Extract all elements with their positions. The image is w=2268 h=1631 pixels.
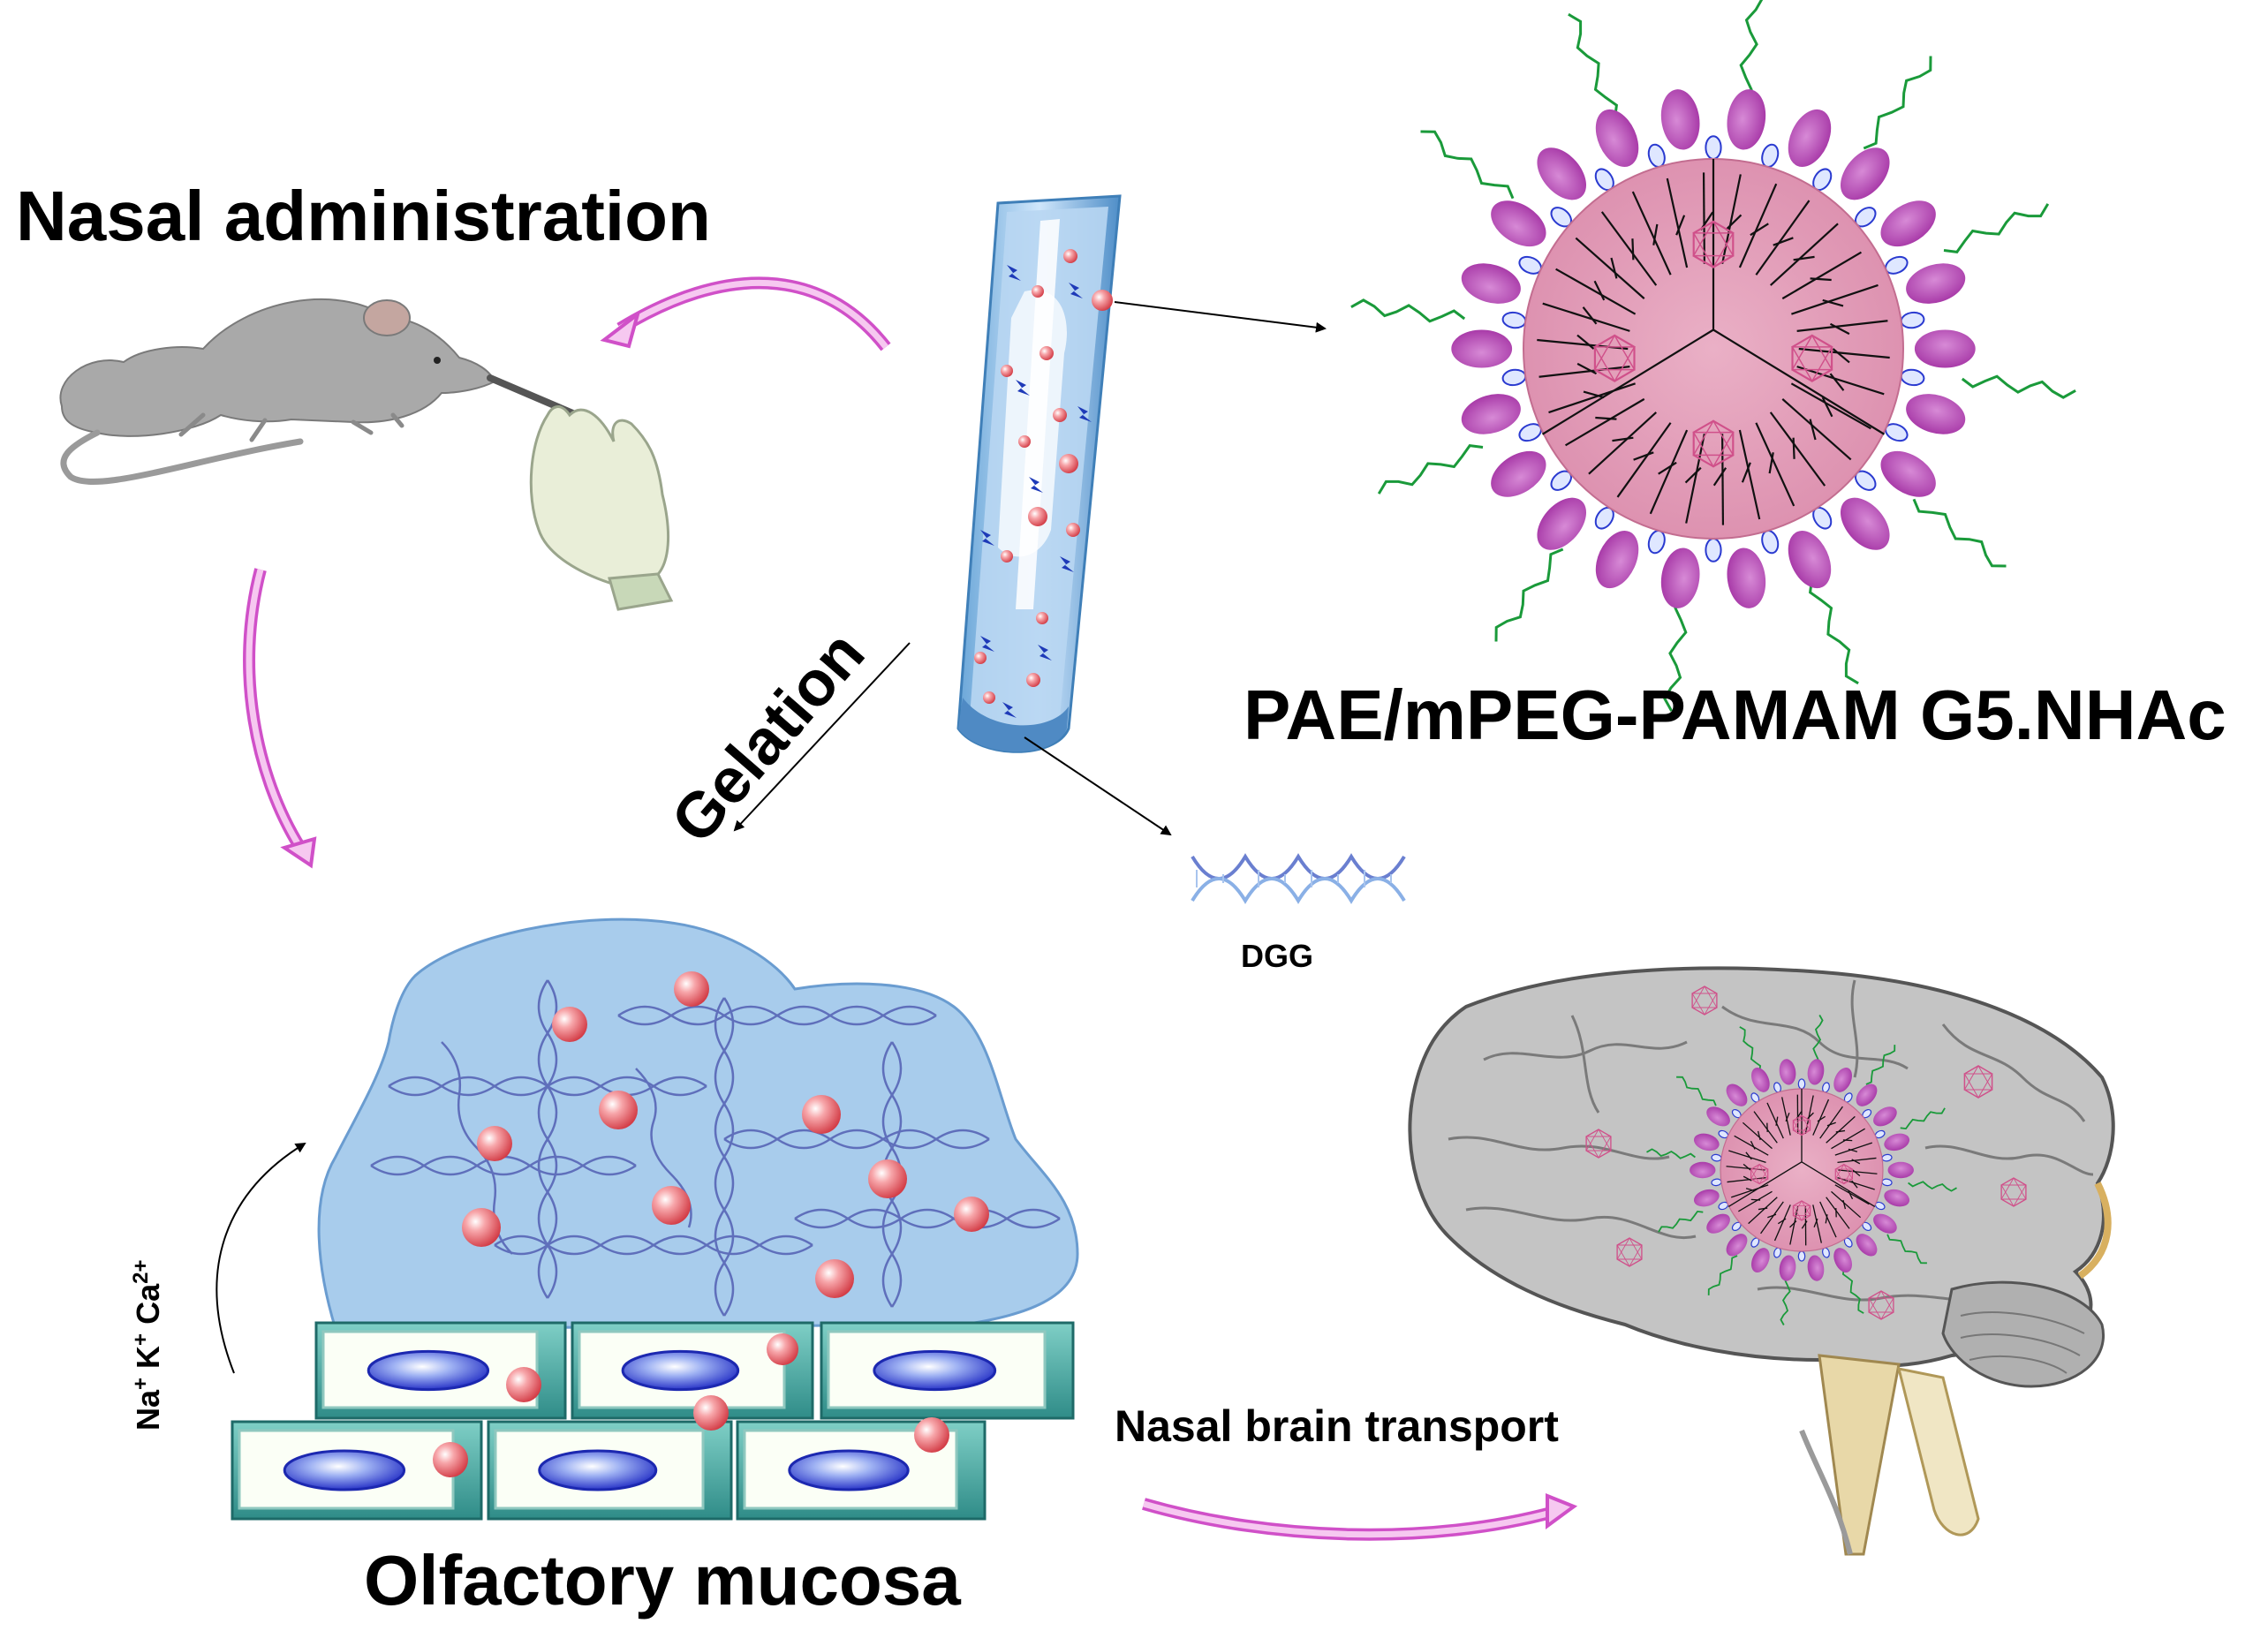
- brain-drug-molecules: [1585, 985, 2027, 1320]
- gel-nanoparticles: [462, 971, 989, 1298]
- arrow-mouse-to-mucosa: [243, 568, 317, 869]
- nanoparticle-icon: [1350, 0, 2076, 712]
- mouse-icon: [59, 298, 496, 485]
- ion-k-charge: +: [129, 1333, 153, 1346]
- hydrogel-network: [317, 917, 1079, 1331]
- ion-na: Na: [130, 1389, 166, 1431]
- olfactory-cell-layer: [231, 1321, 1075, 1521]
- gloved-hand-pipette-icon: [487, 374, 674, 611]
- dgg-label: DGG: [1241, 938, 1314, 974]
- test-tube-icon: [956, 194, 1122, 753]
- tube-ion-marks: [980, 265, 1092, 718]
- ion-k: K: [130, 1345, 166, 1369]
- arrow-mucosa-to-brain: [1142, 1493, 1578, 1541]
- arrow-tube-to-nanoparticle: [1114, 301, 1327, 333]
- olfactory-mucosa-label: Olfactory mucosa: [364, 1541, 961, 1620]
- nasal-brain-transport-label: Nasal brain transport: [1115, 1401, 1559, 1451]
- arrow-gelation: [733, 642, 911, 832]
- ion-na-charge: +: [129, 1377, 153, 1390]
- tube-nanoparticles: [974, 249, 1113, 704]
- ion-ca: Ca: [130, 1283, 166, 1325]
- arrow-ions-to-gel: [215, 1142, 306, 1374]
- ion-ca-charge: 2+: [129, 1259, 153, 1284]
- nanoparticle-label: PAE/mPEG-PAMAM G5.NHAc: [1244, 676, 2226, 754]
- dna-helix-icon: [1191, 853, 1406, 904]
- arrow-tube-to-dgg: [1024, 736, 1172, 836]
- arrow-tube-to-mouse: [600, 276, 891, 351]
- brain-nanoparticle-icon: [1646, 1015, 1957, 1325]
- nasal-administration-label: Nasal administration: [16, 177, 711, 255]
- ions-label: Na+ K+ Ca2+: [129, 1259, 166, 1431]
